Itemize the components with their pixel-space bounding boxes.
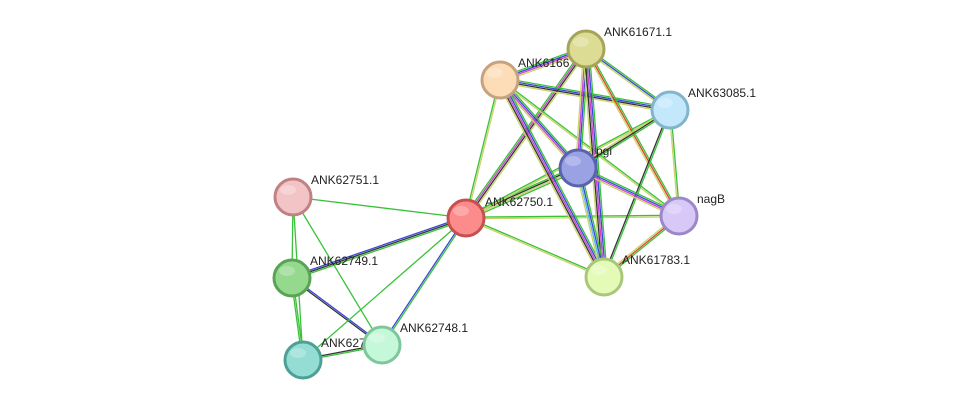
node-circle[interactable] xyxy=(283,340,323,380)
edge-evidence-line xyxy=(291,217,467,279)
nodes-layer: ANK62751.1ANK62749.1ANK62747.1ANK62748.1… xyxy=(272,25,756,380)
node-highlight xyxy=(487,68,503,78)
node-ank61671-1[interactable]: ANK61671.1 xyxy=(566,25,672,69)
edge-ank62747-1-ank62750-1[interactable] xyxy=(302,217,467,361)
edge-evidence-line xyxy=(292,196,383,346)
edge-evidence-line xyxy=(382,218,468,346)
node-ank61783-1[interactable]: ANK61783.1 xyxy=(584,253,690,297)
edge-evidence-line xyxy=(465,218,604,279)
node-label: ANK6166 xyxy=(518,56,570,70)
node-label: ANK62748.1 xyxy=(400,321,468,335)
node-highlight xyxy=(290,348,306,358)
node-label: nagB xyxy=(697,192,725,206)
edge-evidence-line xyxy=(586,47,681,216)
node-ank6166[interactable]: ANK6166 xyxy=(480,56,570,100)
edge-ank62748-1-ank62750-1[interactable] xyxy=(380,217,468,346)
node-label: ANK62749.1 xyxy=(310,254,378,268)
node-label: pgi xyxy=(596,144,612,158)
node-highlight xyxy=(666,204,682,214)
edge-evidence-line xyxy=(574,48,585,168)
node-circle[interactable] xyxy=(446,198,486,238)
edge-evidence-line xyxy=(498,80,578,169)
edge-ank62749-1-ank62750-1[interactable] xyxy=(291,215,467,281)
node-highlight xyxy=(369,333,385,343)
edge-ank6166-ank61783-1[interactable] xyxy=(496,78,608,279)
node-nagb[interactable]: nagB xyxy=(659,192,725,236)
edge-evidence-line xyxy=(466,216,605,277)
edge-evidence-line xyxy=(466,169,580,221)
node-label: ANK61671.1 xyxy=(604,25,672,39)
edge-evidence-line xyxy=(500,78,606,277)
edge-evidence-line xyxy=(464,79,500,218)
node-highlight xyxy=(565,156,581,166)
edge-evidence-line xyxy=(466,80,502,219)
node-ank62750-1[interactable]: ANK62750.1 xyxy=(446,195,553,238)
edge-evidence-line xyxy=(499,79,605,278)
edge-evidence-line xyxy=(499,80,679,218)
edge-evidence-line xyxy=(498,80,604,279)
node-ank63085-1[interactable]: ANK63085.1 xyxy=(650,86,756,130)
node-label: ANK61783.1 xyxy=(622,253,690,267)
node-circle[interactable] xyxy=(272,258,312,298)
edge-evidence-line xyxy=(496,81,602,279)
node-highlight xyxy=(453,206,469,216)
node-highlight xyxy=(279,266,295,276)
edge-evidence-line xyxy=(502,78,608,276)
edge-evidence-line xyxy=(302,217,467,361)
edge-ank62750-1-ank6166[interactable] xyxy=(464,79,502,219)
edge-evidence-line xyxy=(466,168,579,220)
node-circle[interactable] xyxy=(480,60,520,100)
edge-ank6166-pgi[interactable] xyxy=(497,77,581,171)
edge-evidence-line xyxy=(500,79,580,168)
edge-evidence-line xyxy=(501,77,581,167)
node-label: ANK62750.1 xyxy=(485,195,553,209)
edge-evidence-line xyxy=(292,218,467,281)
edge-ank62751-1-ank62750-1[interactable] xyxy=(292,196,467,219)
node-circle[interactable] xyxy=(566,29,606,69)
edge-evidence-line xyxy=(467,50,589,220)
node-circle[interactable] xyxy=(273,177,313,217)
edge-ank62751-1-ank62748-1[interactable] xyxy=(292,196,383,346)
node-circle[interactable] xyxy=(362,325,402,365)
node-highlight xyxy=(657,98,673,108)
node-highlight xyxy=(280,185,296,195)
edges-layer xyxy=(290,46,681,362)
node-circle[interactable] xyxy=(650,90,690,130)
node-highlight xyxy=(573,37,589,47)
edge-evidence-line xyxy=(464,48,586,218)
edge-evidence-line xyxy=(380,217,466,345)
node-ank62751-1[interactable]: ANK62751.1 xyxy=(273,173,379,217)
edge-evidence-line xyxy=(292,196,467,219)
node-circle[interactable] xyxy=(558,148,598,188)
edge-evidence-line xyxy=(497,81,577,171)
node-circle[interactable] xyxy=(659,196,699,236)
edge-evidence-line xyxy=(588,48,608,277)
edge-evidence-line xyxy=(291,215,466,278)
node-ank62749-1[interactable]: ANK62749.1 xyxy=(272,254,378,298)
node-pgi[interactable]: pgi xyxy=(558,144,612,188)
node-circle[interactable] xyxy=(584,257,624,297)
node-label: ANK63085.1 xyxy=(688,86,756,100)
node-label: ANK62751.1 xyxy=(311,173,379,187)
node-highlight xyxy=(591,265,607,275)
node-ank62748-1[interactable]: ANK62748.1 xyxy=(362,321,468,365)
edge-ank62750-1-ank61783-1[interactable] xyxy=(465,216,605,279)
